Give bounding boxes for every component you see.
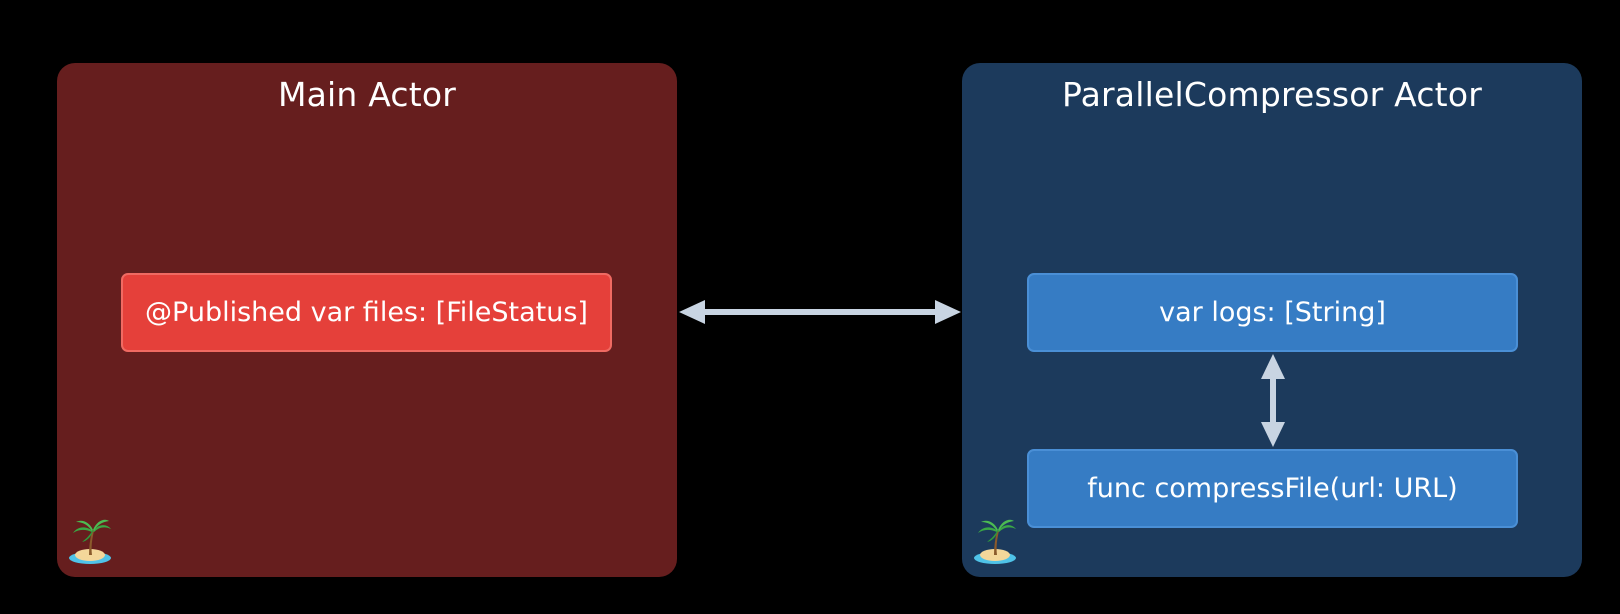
desert-island-icon: [69, 519, 111, 564]
compress-file-method: func compressFile(url: URL): [1027, 449, 1518, 528]
desert-island-icon: [974, 519, 1016, 564]
cross-actor-bidirectional-arrow: [679, 300, 961, 324]
main-actor-panel: Main Actor @Published var files: [FileSt…: [57, 63, 677, 577]
published-files-property: @Published var files: [FileStatus]: [121, 273, 612, 352]
logs-property: var logs: [String]: [1027, 273, 1518, 352]
parallel-compressor-actor-panel: ParallelCompressor Actor var logs: [Stri…: [962, 63, 1582, 577]
main-actor-title: Main Actor: [277, 75, 457, 114]
compressor-actor-title: ParallelCompressor Actor: [1062, 75, 1482, 114]
